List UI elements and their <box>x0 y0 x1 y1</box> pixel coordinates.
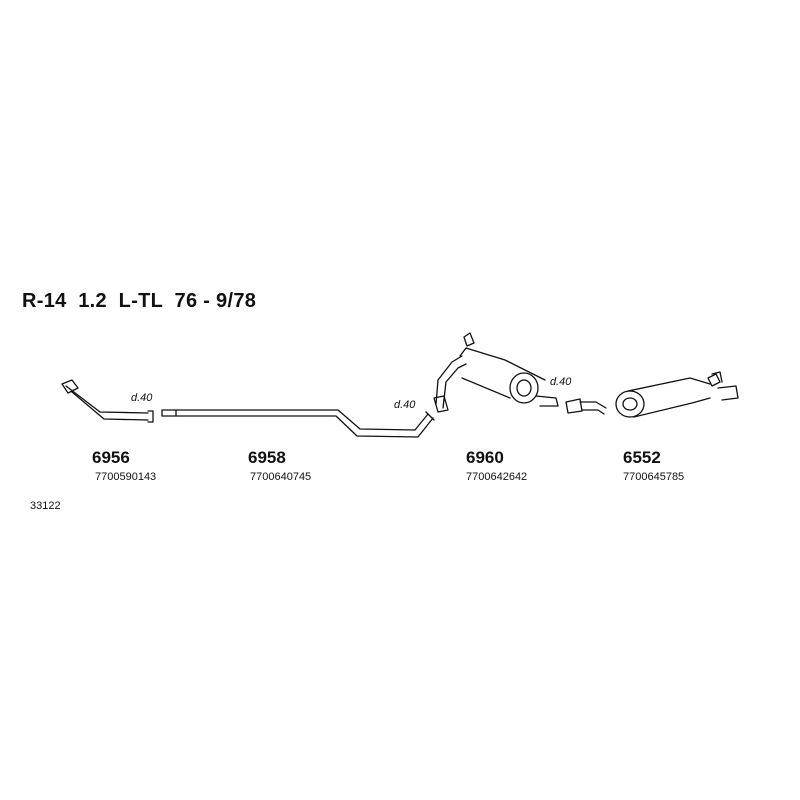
part-6958-intermediate-pipe <box>161 409 435 438</box>
diagram-code: 33122 <box>30 500 61 512</box>
pipe-diameter-label: d.40 <box>131 392 153 404</box>
oem-reference: 7700590143 <box>95 471 157 483</box>
oem-reference: 7700640745 <box>250 471 312 483</box>
part-6552-rear-silencer <box>565 371 739 418</box>
vehicle-title: R-14 1.2 L-TL 76 - 9/78 <box>22 290 257 312</box>
part-6960-middle-silencer <box>433 332 559 413</box>
part-number: 6552 <box>623 448 661 467</box>
part-number: 6958 <box>248 448 286 467</box>
part-number: 6960 <box>466 448 504 467</box>
pipe-diameter-label: d.40 <box>394 399 416 411</box>
pipe-diameter-label: d.40 <box>550 376 572 388</box>
oem-reference: 7700642642 <box>466 471 528 483</box>
part-number: 6956 <box>92 448 130 467</box>
part-6956-downpipe <box>61 379 154 423</box>
oem-reference: 7700645785 <box>623 471 685 483</box>
